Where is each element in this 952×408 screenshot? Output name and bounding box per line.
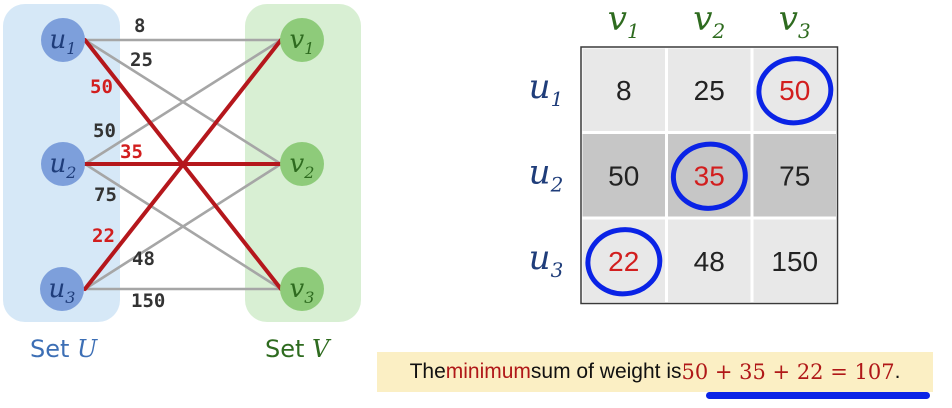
- node-v1: v1: [280, 18, 324, 62]
- edge-u3-v2: [83, 162, 283, 291]
- row-header-u3: u3: [529, 238, 564, 282]
- set-v-symbol: V: [312, 335, 332, 363]
- matrix-cell-bg: [750, 216, 839, 305]
- row-header-u1: u1: [529, 67, 564, 111]
- edge-weight-label: 50: [90, 76, 113, 98]
- edge-weight-label: 150: [131, 290, 165, 312]
- matrix-cell-value: 35: [694, 160, 725, 191]
- matrix-cell-value: 50: [608, 160, 639, 191]
- node-u3-label: u3: [49, 274, 76, 307]
- edge-weight-label: 35: [120, 141, 143, 163]
- edge-weight-label: 48: [132, 248, 155, 270]
- node-u3: u3: [40, 267, 84, 311]
- node-v3-circle: [280, 267, 324, 311]
- summary-equation: 50 + 35 + 22 = 107: [681, 360, 895, 384]
- matrix-cell-bg: [665, 216, 754, 305]
- node-u2-circle: [41, 142, 85, 186]
- node-u1-circle: [41, 18, 85, 62]
- edge-u3-v1-selected: [83, 38, 283, 291]
- node-v2: v2: [280, 142, 324, 186]
- row-header-u2: u2: [529, 152, 564, 196]
- summary-prefix: The: [409, 360, 446, 383]
- selection-circle: [670, 141, 748, 211]
- node-u2-label: u2: [50, 149, 77, 182]
- node-v2-circle: [280, 142, 324, 186]
- matrix-cell-value: 8: [616, 75, 632, 106]
- matrix-cell-value: 22: [608, 246, 639, 277]
- node-v3-label: v3: [290, 274, 315, 307]
- set-u-label: Set U: [30, 335, 98, 363]
- node-u3-circle: [40, 267, 84, 311]
- edge-weight-label: 50: [93, 120, 116, 142]
- node-v1-circle: [280, 18, 324, 62]
- edge-weight-label: 75: [94, 184, 117, 206]
- matrix-cell-value: 75: [779, 160, 810, 191]
- summary-highlight: minimum: [445, 360, 531, 383]
- edge-weight-label: 25: [130, 49, 153, 71]
- equation-underline: [706, 392, 930, 399]
- summary-middle: sum of weight is: [530, 360, 682, 383]
- set-u-text: Set: [30, 335, 77, 363]
- set-u-symbol: U: [77, 335, 98, 363]
- matrix-cell-value: 25: [694, 75, 725, 106]
- node-v1-label: v1: [290, 25, 315, 58]
- selection-circle: [756, 56, 834, 126]
- matrix-cell-value: 50: [779, 75, 810, 106]
- node-v3: v3: [280, 267, 324, 311]
- node-u1: u1: [41, 18, 85, 62]
- set-v-text: Set: [265, 335, 312, 363]
- edge-weight-label: 22: [92, 225, 115, 247]
- summary-banner: The minimum sum of weight is 50 + 35 + 2…: [377, 352, 933, 392]
- node-v2-label: v2: [290, 149, 315, 182]
- col-header-v3: v3: [779, 0, 811, 43]
- edges: [83, 38, 283, 291]
- set-v-label: Set V: [265, 335, 332, 363]
- col-header-v2: v2: [693, 0, 725, 43]
- nodes: u1 u2 u3 v1 v2 v3: [40, 18, 324, 311]
- edge-weight-label: 8: [134, 15, 145, 37]
- col-header-v1: v1: [608, 0, 640, 43]
- matrix-cell-bg: [750, 131, 839, 220]
- node-u1-label: u1: [50, 25, 77, 58]
- summary-suffix: .: [894, 360, 901, 383]
- matrix-cell-value: 48: [694, 246, 725, 277]
- selection-circle: [585, 227, 663, 297]
- node-u2: u2: [41, 142, 85, 186]
- weight-matrix: 8 25 50 50 35 75 22 48 150 v1 v2 v3 u1 u2 u3: [529, 0, 839, 305]
- edge-u2-v1: [83, 38, 283, 166]
- matrix-border: [580, 46, 839, 305]
- matrix-cell-value: 150: [771, 246, 818, 277]
